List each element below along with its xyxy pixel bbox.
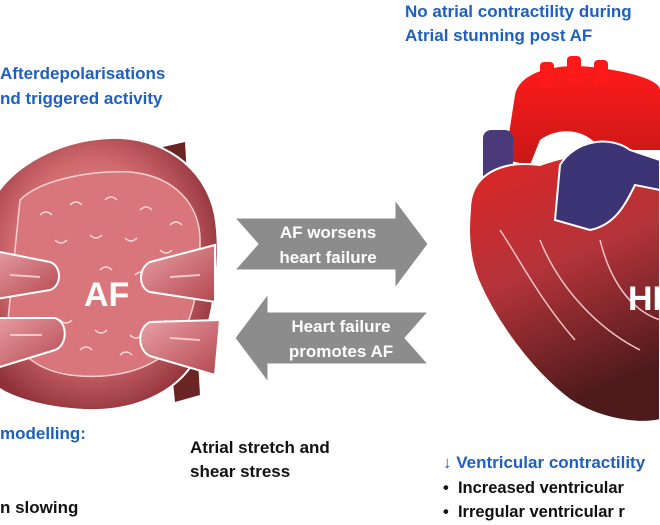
arrow-right-label-line1: AF worsens [279, 223, 377, 242]
pulmonary-veins [0, 243, 222, 377]
af-atrium-illustration [0, 136, 222, 412]
bullet-text-2: Irregular ventricular r [457, 503, 625, 521]
left-bottom-heading: modelling: [0, 424, 86, 443]
bullet-marker: • [443, 479, 458, 497]
top-left-line1: Afterdepolarisations [0, 64, 166, 83]
af-label: AF [84, 276, 130, 314]
top-left-line2: nd triggered activity [0, 89, 163, 108]
ventricular-contractility-heading: ↓ Ventricular contractility [443, 453, 646, 472]
heart-internal-lines [499, 229, 660, 351]
bullet-item-2: • Irregular ventricular r [443, 500, 625, 524]
bullet-marker: • [443, 503, 458, 521]
center-bottom-line1: Atrial stretch and [190, 438, 330, 457]
arrow-right-label: AF worsens heart failure [243, 220, 413, 270]
vein-flow-arrows [9, 274, 201, 341]
pulmonary-artery [553, 140, 660, 232]
arrow-hf-promotes-af [234, 292, 430, 384]
arrow-left-label-line1: Heart failure [291, 317, 391, 336]
left-bottom-item: n slowing [0, 498, 79, 517]
arrow-left-label-line2: promotes AF [288, 342, 394, 361]
top-right-line1: No atrial contractility during [405, 2, 632, 21]
arrow-left-label: Heart failure promotes AF [256, 314, 426, 364]
aorta-branch-1 [540, 62, 554, 88]
bullet-text-1: Increased ventricular [457, 479, 624, 497]
arrow-right-label-line2: heart failure [279, 248, 377, 267]
center-bottom-line2: shear stress [190, 462, 291, 481]
aorta-branch-3 [594, 60, 608, 86]
aorta-branch-2 [567, 56, 581, 84]
top-right-line2: Atrial stunning post AF [405, 26, 593, 45]
bullet-item-1: • Increased ventricular [443, 476, 624, 500]
hf-label: HF [628, 280, 660, 318]
aorta [505, 66, 660, 165]
hf-heart-illustration [467, 56, 660, 423]
arrow-af-worsens-hf [233, 198, 429, 290]
